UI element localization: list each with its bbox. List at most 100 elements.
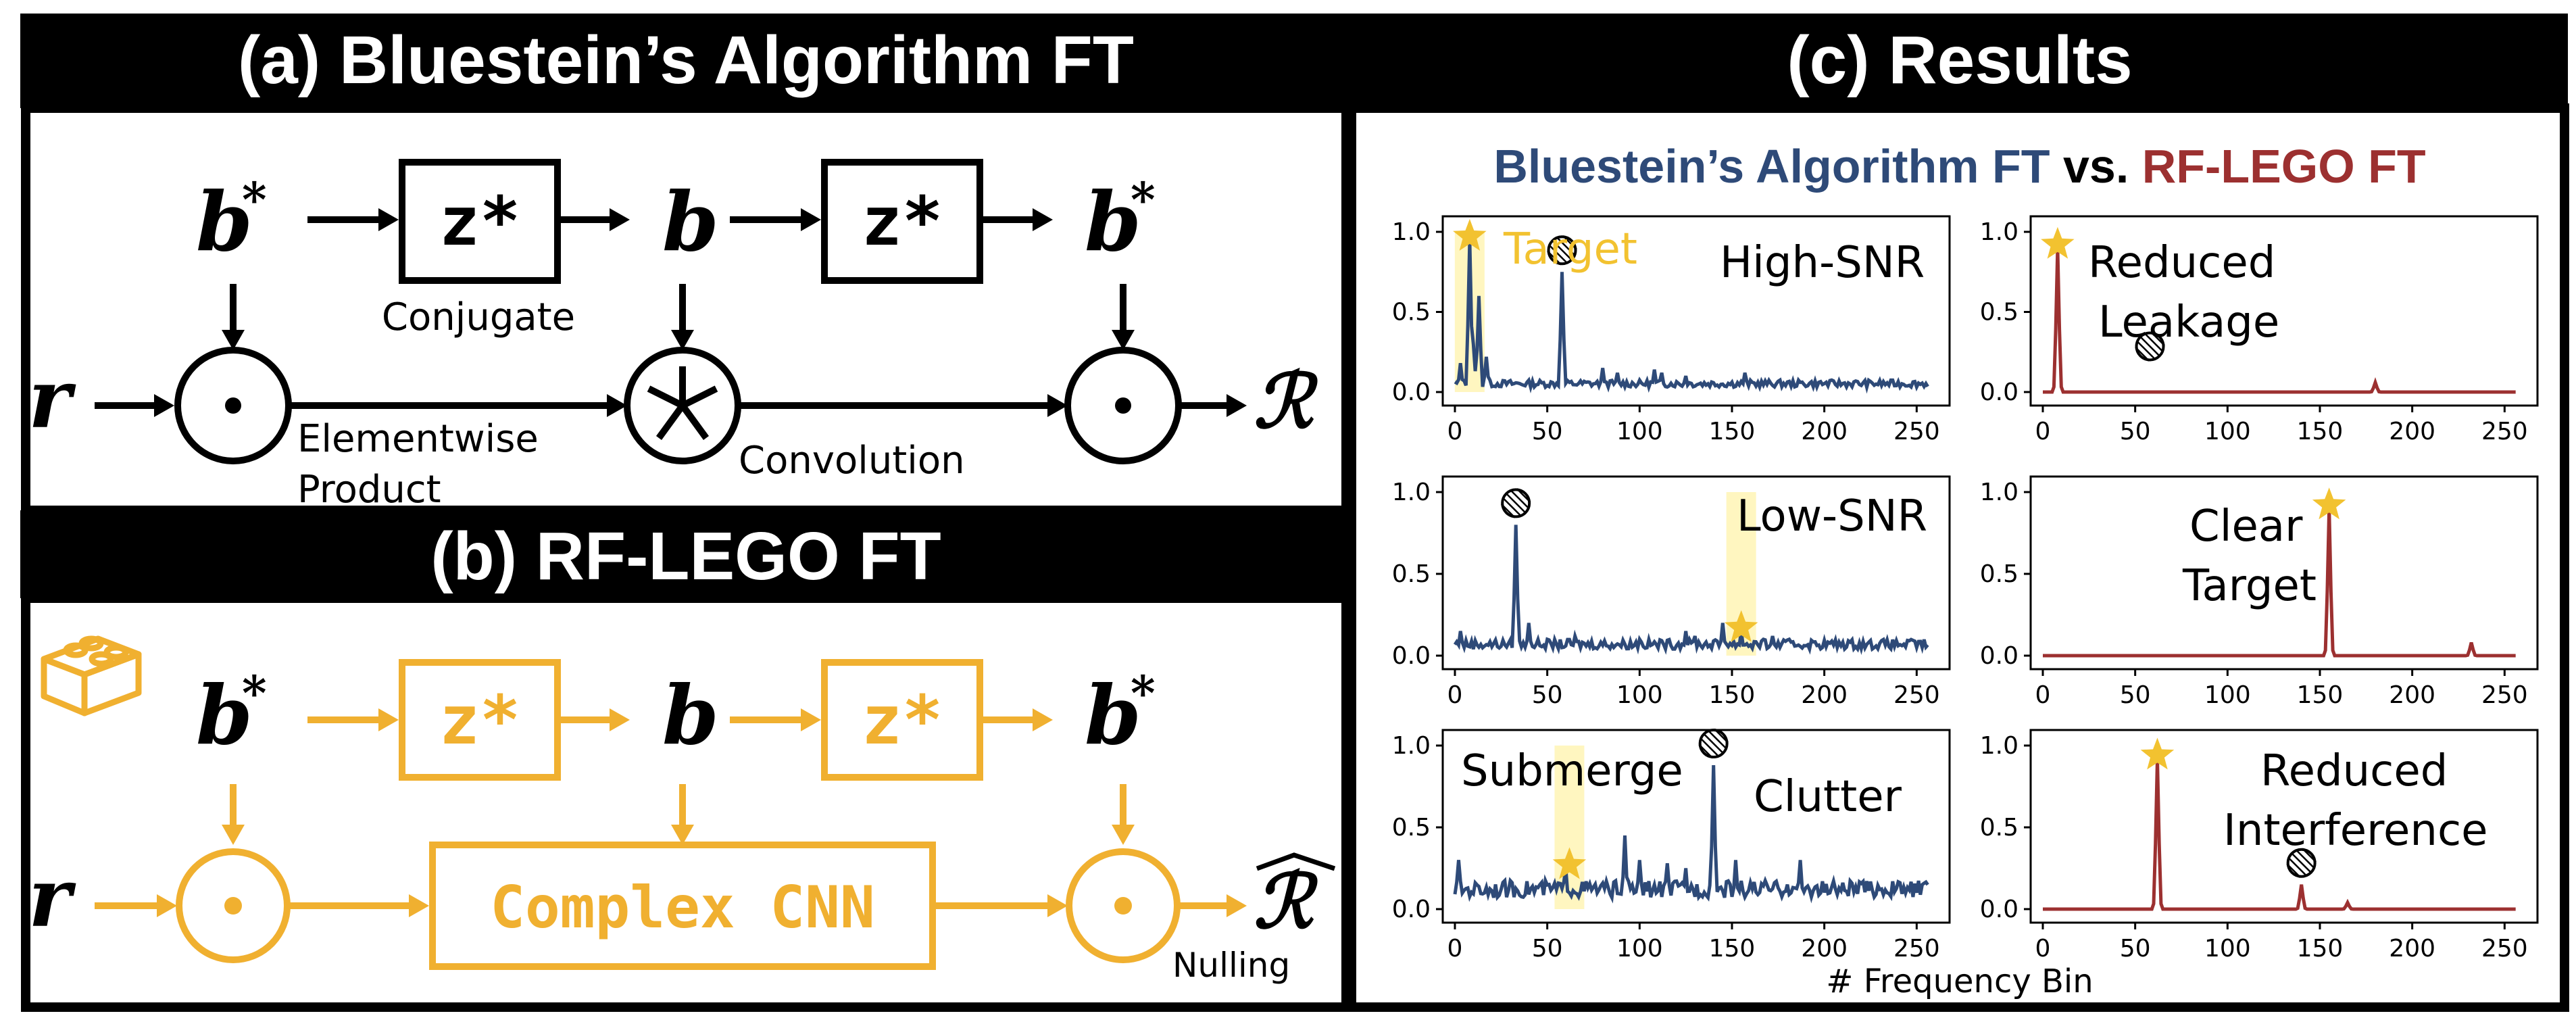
arrowhead bbox=[222, 825, 245, 845]
x-tick-label: 200 bbox=[1801, 418, 1848, 445]
y-tick-label: 0.5 bbox=[1980, 560, 2018, 588]
target-star-icon bbox=[1724, 610, 1758, 642]
arrowhead bbox=[378, 208, 399, 231]
series-line bbox=[2043, 247, 2516, 394]
x-tick-label: 200 bbox=[2389, 935, 2435, 963]
x-axis-label: # Frequency Bin bbox=[1826, 963, 2093, 1000]
hatch-line bbox=[2296, 850, 2314, 869]
conjugate-box-label: z* bbox=[439, 182, 520, 261]
arrowhead bbox=[154, 394, 174, 417]
hatch-line bbox=[1516, 488, 1531, 503]
hatch-line bbox=[1708, 731, 1727, 749]
x-tick-label: 150 bbox=[1709, 681, 1756, 709]
x-tick-label: 50 bbox=[1532, 935, 1563, 963]
hatch-line bbox=[1552, 241, 1572, 260]
subtitle-vs: vs. bbox=[2050, 140, 2142, 193]
convolution-label: Convolution bbox=[739, 439, 965, 483]
x-tick-label: 250 bbox=[2481, 681, 2528, 709]
x-tick-label: 250 bbox=[2481, 418, 2528, 445]
y-tick-label: 0.0 bbox=[1980, 896, 2018, 923]
arrowhead bbox=[610, 708, 630, 731]
arrowhead bbox=[1047, 394, 1068, 417]
panel-c-title: (c) Results bbox=[1787, 22, 2132, 98]
hatch-line bbox=[1562, 235, 1577, 250]
x-tick-label: 150 bbox=[2297, 681, 2344, 709]
arrowhead bbox=[1227, 394, 1247, 417]
arrowhead bbox=[1033, 208, 1053, 231]
arrowhead bbox=[378, 708, 399, 731]
panel-b-title: (b) RF-LEGO FT bbox=[430, 518, 941, 594]
chart-annotations: High-SNR Target Reduced Leakage Low-SNR … bbox=[1461, 224, 2488, 1000]
y-tick-label: 0.0 bbox=[1392, 379, 1431, 406]
clear-label: Clear bbox=[2189, 502, 2303, 552]
x-tick-label: 200 bbox=[2389, 681, 2435, 709]
nulling-label: Nulling bbox=[1172, 946, 1290, 985]
b-star-symbol: b bbox=[196, 174, 253, 270]
series-line bbox=[1453, 525, 1929, 655]
hatch-line bbox=[1549, 245, 1567, 264]
hatch-line bbox=[1547, 250, 1562, 266]
arrowhead bbox=[157, 894, 177, 917]
reduced-label-2: Reduced bbox=[2260, 746, 2448, 796]
target-star-icon bbox=[1552, 847, 1587, 879]
arrowhead bbox=[1227, 894, 1247, 917]
x-tick-label: 200 bbox=[1801, 681, 1848, 709]
dot-icon bbox=[1114, 897, 1132, 915]
y-tick-label: 0.0 bbox=[1980, 642, 2018, 670]
asterisk-icon bbox=[647, 366, 718, 440]
target-label: Target bbox=[1503, 224, 1637, 274]
arrowhead bbox=[801, 208, 821, 231]
interference-label: Interference bbox=[2223, 806, 2488, 856]
x-tick-label: 50 bbox=[1532, 681, 1563, 709]
panel-c-header bbox=[1352, 14, 2568, 108]
hatch-line bbox=[2137, 341, 2155, 360]
series-line bbox=[1453, 764, 1929, 904]
x-tick-label: 100 bbox=[1616, 935, 1663, 963]
arrowhead bbox=[1112, 825, 1135, 845]
y-tick-label: 1.0 bbox=[1392, 732, 1431, 760]
x-tick-label: 150 bbox=[2297, 418, 2344, 445]
x-tick-label: 0 bbox=[2035, 418, 2051, 445]
subtitle-bluestein: Bluestein’s Algorithm FT bbox=[1493, 140, 2050, 193]
star-superscript-b: * bbox=[242, 665, 267, 721]
x-tick-label: 200 bbox=[1801, 935, 1848, 963]
x-tick-label: 150 bbox=[2297, 935, 2344, 963]
r-symbol: r bbox=[28, 351, 76, 447]
x-tick-label: 50 bbox=[2120, 681, 2151, 709]
hatch-line bbox=[1714, 728, 1729, 744]
x-tick-label: 250 bbox=[1893, 418, 1940, 445]
x-tick-label: 100 bbox=[1616, 418, 1663, 445]
hat-icon bbox=[1256, 852, 1336, 871]
x-tick-label: 0 bbox=[1447, 681, 1463, 709]
arrowhead bbox=[222, 330, 245, 350]
hatch-line bbox=[1698, 744, 1714, 759]
star-superscript-2: * bbox=[1131, 172, 1156, 228]
arrowhead bbox=[610, 208, 630, 231]
y-tick-label: 0.0 bbox=[1980, 379, 2018, 406]
panel-a-title: (a) Bluestein’s Algorithm FT bbox=[238, 22, 1134, 98]
y-tick-label: 1.0 bbox=[1392, 479, 1431, 506]
conjugate-label: Conjugate bbox=[382, 295, 575, 339]
arrowhead bbox=[671, 330, 694, 350]
y-tick-label: 0.5 bbox=[1392, 299, 1431, 326]
panel-a-diagram: b * z* Conjugate b z* b * r bbox=[28, 159, 1319, 512]
results-subtitle: Bluestein’s Algorithm FT vs. RF-LEGO FT bbox=[1493, 140, 2425, 193]
subtitle-rflego: RF-LEGO FT bbox=[2142, 140, 2426, 193]
y-tick-label: 0.0 bbox=[1392, 642, 1431, 670]
conjugate-box-b-2-label: z* bbox=[862, 681, 943, 760]
x-tick-label: 200 bbox=[2389, 418, 2435, 445]
x-tick-label: 50 bbox=[2120, 935, 2151, 963]
conjugate-box-b-label: z* bbox=[439, 681, 520, 760]
elementwise-label: Elementwise bbox=[297, 417, 539, 461]
y-tick-label: 0.5 bbox=[1980, 299, 2018, 326]
dot-icon bbox=[225, 397, 241, 414]
x-tick-label: 100 bbox=[2204, 681, 2251, 709]
panel-a-frame bbox=[21, 103, 1351, 515]
y-tick-label: 0.5 bbox=[1392, 560, 1431, 588]
R-output-symbol: ℛ bbox=[1254, 358, 1319, 445]
